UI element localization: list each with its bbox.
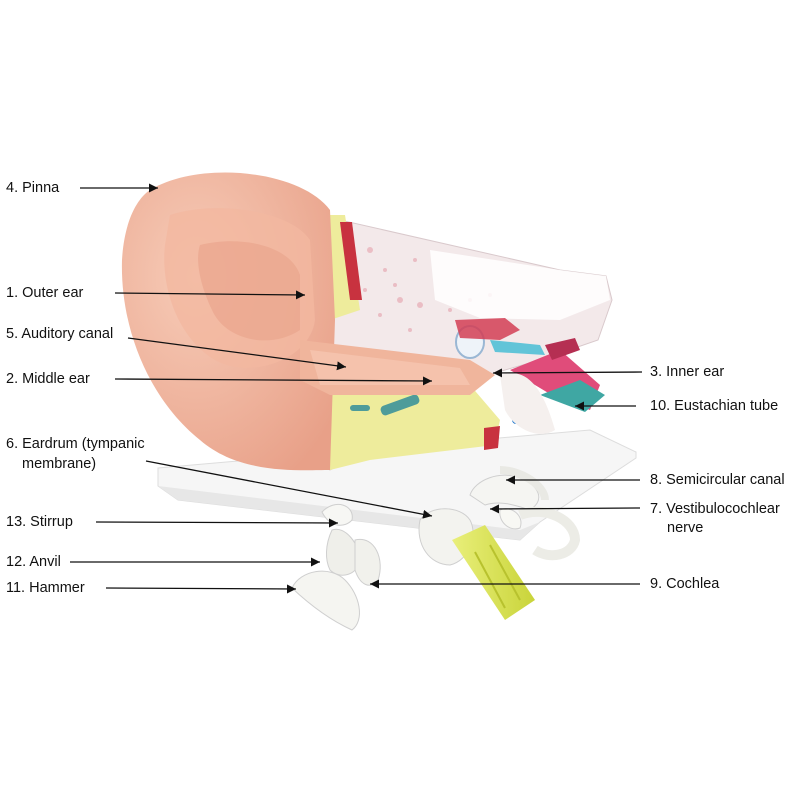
- label-auditory-canal: 5. Auditory canal: [6, 326, 114, 342]
- ossicles-group: [291, 503, 381, 631]
- inner-ear-parts: [418, 466, 581, 620]
- label-eardrum-line2: membrane): [22, 456, 97, 472]
- arrow-eardrum: [145, 460, 433, 519]
- arrow-inner-ear: [492, 368, 643, 378]
- nerve-shape: [452, 525, 535, 620]
- arrow-middle-ear: [114, 376, 433, 386]
- leader-arrows: [70, 183, 643, 594]
- label-vestibulocochlear-line1: 7. Vestibulocochlear: [650, 501, 780, 517]
- arrow-auditory-canal: [127, 337, 347, 371]
- arrow-outer-ear: [114, 290, 306, 300]
- label-cochlea: 9. Cochlea: [650, 576, 720, 592]
- label-middle-ear: 2. Middle ear: [6, 371, 90, 387]
- arrow-hammer: [105, 584, 297, 594]
- arrow-vestibulocochlear: [489, 504, 641, 514]
- label-stirrup: 13. Stirrup: [6, 514, 73, 530]
- label-anvil: 12. Anvil: [6, 554, 61, 570]
- label-hammer: 11. Hammer: [6, 580, 85, 596]
- arrow-stirrup: [95, 518, 339, 528]
- label-inner-ear: 3. Inner ear: [650, 364, 725, 380]
- label-pinna: 4. Pinna: [6, 180, 60, 196]
- label-vestibulocochlear-line2: nerve: [667, 520, 704, 536]
- label-eardrum-line1: 6. Eardrum (tympanic: [6, 436, 145, 452]
- label-outer-ear: 1. Outer ear: [6, 285, 84, 301]
- label-semicircular-canal: 8. Semicircular canal: [650, 472, 785, 488]
- label-eustachian-tube: 10. Eustachian tube: [650, 398, 779, 414]
